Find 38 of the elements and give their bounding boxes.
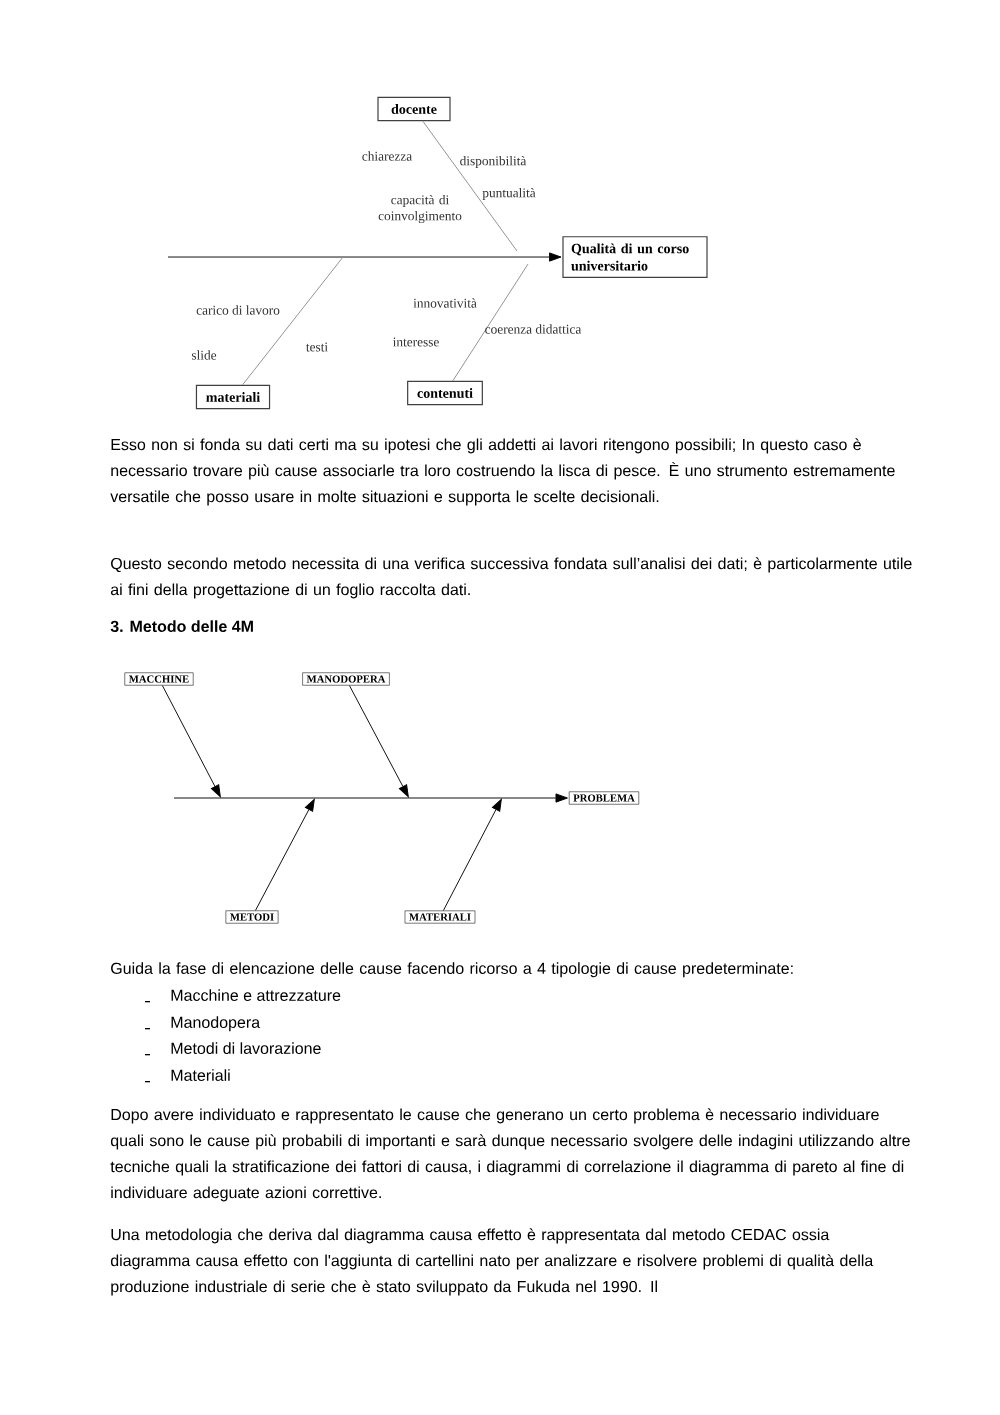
cause-label: carico di lavoro <box>196 305 280 315</box>
category-box: PROBLEMA <box>568 791 640 805</box>
effect-box: Qualità di un corso universitario <box>562 236 708 278</box>
category-box: docente <box>377 96 451 122</box>
cause-label: interesse <box>392 337 439 347</box>
category-box: MATERIALI <box>404 910 476 924</box>
arrow <box>161 685 221 798</box>
cause-label: innovatività <box>413 298 477 308</box>
section-heading: 3. Metodo delle 4M <box>110 620 253 633</box>
arrow <box>349 685 409 798</box>
arrow <box>255 798 315 911</box>
arrow <box>442 798 502 911</box>
category-box: MACCHINE <box>124 672 194 686</box>
list-item: Macchine e attrezzature <box>171 989 341 1001</box>
cause-label: slide <box>191 350 217 360</box>
cause-label: coerenza didattica <box>485 324 582 334</box>
arrow <box>167 252 562 262</box>
cause-label: puntualità <box>482 187 536 201</box>
arrow <box>173 793 568 803</box>
paragraph: Questo secondo metodo necessita di una verifica successiva fondata sull’analisi dei dati; è particolarmente utile ai fini della progettazione di un foglio raccolta dati. <box>110 557 912 599</box>
category-box: contenuti <box>407 380 483 406</box>
cause-label: disponibilità <box>460 155 527 169</box>
list-item: Metodi di lavorazione <box>171 1042 321 1054</box>
cause-label: chiarezza <box>362 151 412 161</box>
list-item: Materiali <box>171 1069 230 1081</box>
leader-line <box>452 263 529 382</box>
category-box: materiali <box>195 384 271 410</box>
cause-label: capacità di coinvolgimento <box>378 194 462 224</box>
category-box: METODI <box>225 910 279 924</box>
paragraph: Esso non si fonda su dati certi ma su ipotesi che gli addetti ai lavori ritengono possibili; In questo caso è necessario trovare più cause associarle tra loro costruendo la lisca di pesce. È uno strumento estremamente versatile che posso usare in molte situazioni e supporta le scelte decisionali. <box>110 438 895 506</box>
paragraph: Una metodologia che deriva dal diagramma causa effetto è rappresentata dal metodo CEDAC ossia diagramma causa effetto con l'aggiunta di cartellini nato per analizzare e risolvere problemi di qualità della produzione industriale di serie che è stato sviluppato da Fukuda nel 1990. Il <box>110 1228 874 1296</box>
cause-label: testi <box>306 342 328 352</box>
leader-line <box>242 256 344 386</box>
paragraph: Guida la fase di elencazione delle cause facendo ricorso a 4 tipologie di cause predeterminate: <box>111 962 793 978</box>
leader-line <box>422 120 518 252</box>
paragraph: Dopo avere individuato e rappresentato le cause che generano un certo problema è necessario individuare quali sono le cause più probabili di importanti e sarà dunque necessario svolgere delle indagini utilizzando altre tecniche quali la stratificazione dei fattori di causa, i diagrammi di correlazione il diagramma di pareto al fine di individuare adeguate azioni correttive. <box>110 1108 910 1202</box>
category-box: MANODOPERA <box>302 672 390 686</box>
list-item: Manodopera <box>171 1016 261 1032</box>
